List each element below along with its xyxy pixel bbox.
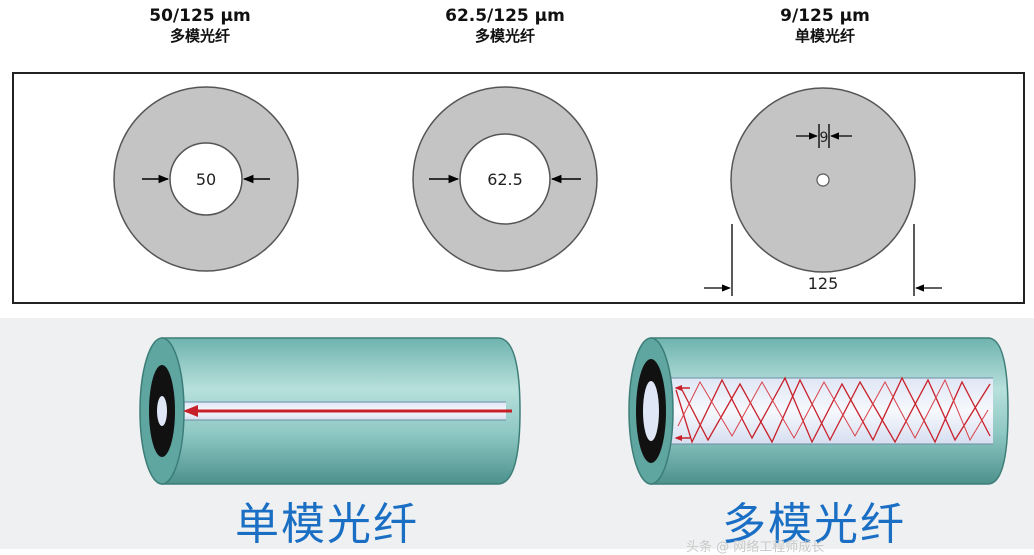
- header-50-125: 50/125 μm 多模光纤: [115, 6, 285, 46]
- spec-label: 50/125 μm: [149, 6, 251, 26]
- core-label: 50: [196, 170, 216, 189]
- core-label: 62.5: [487, 170, 523, 189]
- core-label: 9: [820, 130, 829, 146]
- fiber-core: [651, 378, 993, 444]
- fiber-core-face: [157, 396, 167, 426]
- single-mode-label: 单模光纤: [235, 499, 419, 550]
- light-ray-zigzag: [677, 378, 989, 442]
- fiber-core-face: [643, 381, 659, 441]
- fiber-type-label: 多模光纤: [474, 27, 535, 45]
- cross-section-panel: 50 62.5 9 125: [12, 72, 1025, 304]
- fiber-type-label: 多模光纤: [169, 27, 230, 45]
- fiber-9-cross-section: 9 125: [704, 87, 942, 296]
- fiber-type-label: 单模光纤: [794, 27, 855, 45]
- fiber-illustrations: [139, 337, 1009, 485]
- cross-section-diagram: 50 62.5 9 125: [113, 86, 942, 296]
- core-circle: [816, 173, 830, 187]
- header-62-5-125: 62.5/125 μm 多模光纤: [420, 6, 590, 46]
- spec-label: 62.5/125 μm: [445, 6, 565, 26]
- single-mode-fiber: [139, 337, 521, 485]
- light-ray-zigzag: [675, 376, 991, 444]
- header-9-125: 9/125 μm 单模光纤: [740, 6, 910, 46]
- fiber-62-5-cross-section: 62.5: [412, 86, 598, 272]
- core-circle: [459, 133, 551, 225]
- fiber-50-cross-section: 50: [113, 86, 299, 272]
- light-ray-zigzag: [679, 378, 991, 444]
- multi-mode-label: 多模光纤: [722, 499, 906, 550]
- core-circle: [169, 142, 243, 216]
- fiber-illustration-panel: 单模光纤 多模光纤 头条 @ 网络工程师成长: [0, 318, 1034, 555]
- multi-mode-fiber: [628, 337, 1009, 485]
- watermark: 头条 @ 网络工程师成长: [686, 540, 825, 555]
- cladding-label: 125: [808, 274, 839, 293]
- spec-label: 9/125 μm: [780, 6, 870, 26]
